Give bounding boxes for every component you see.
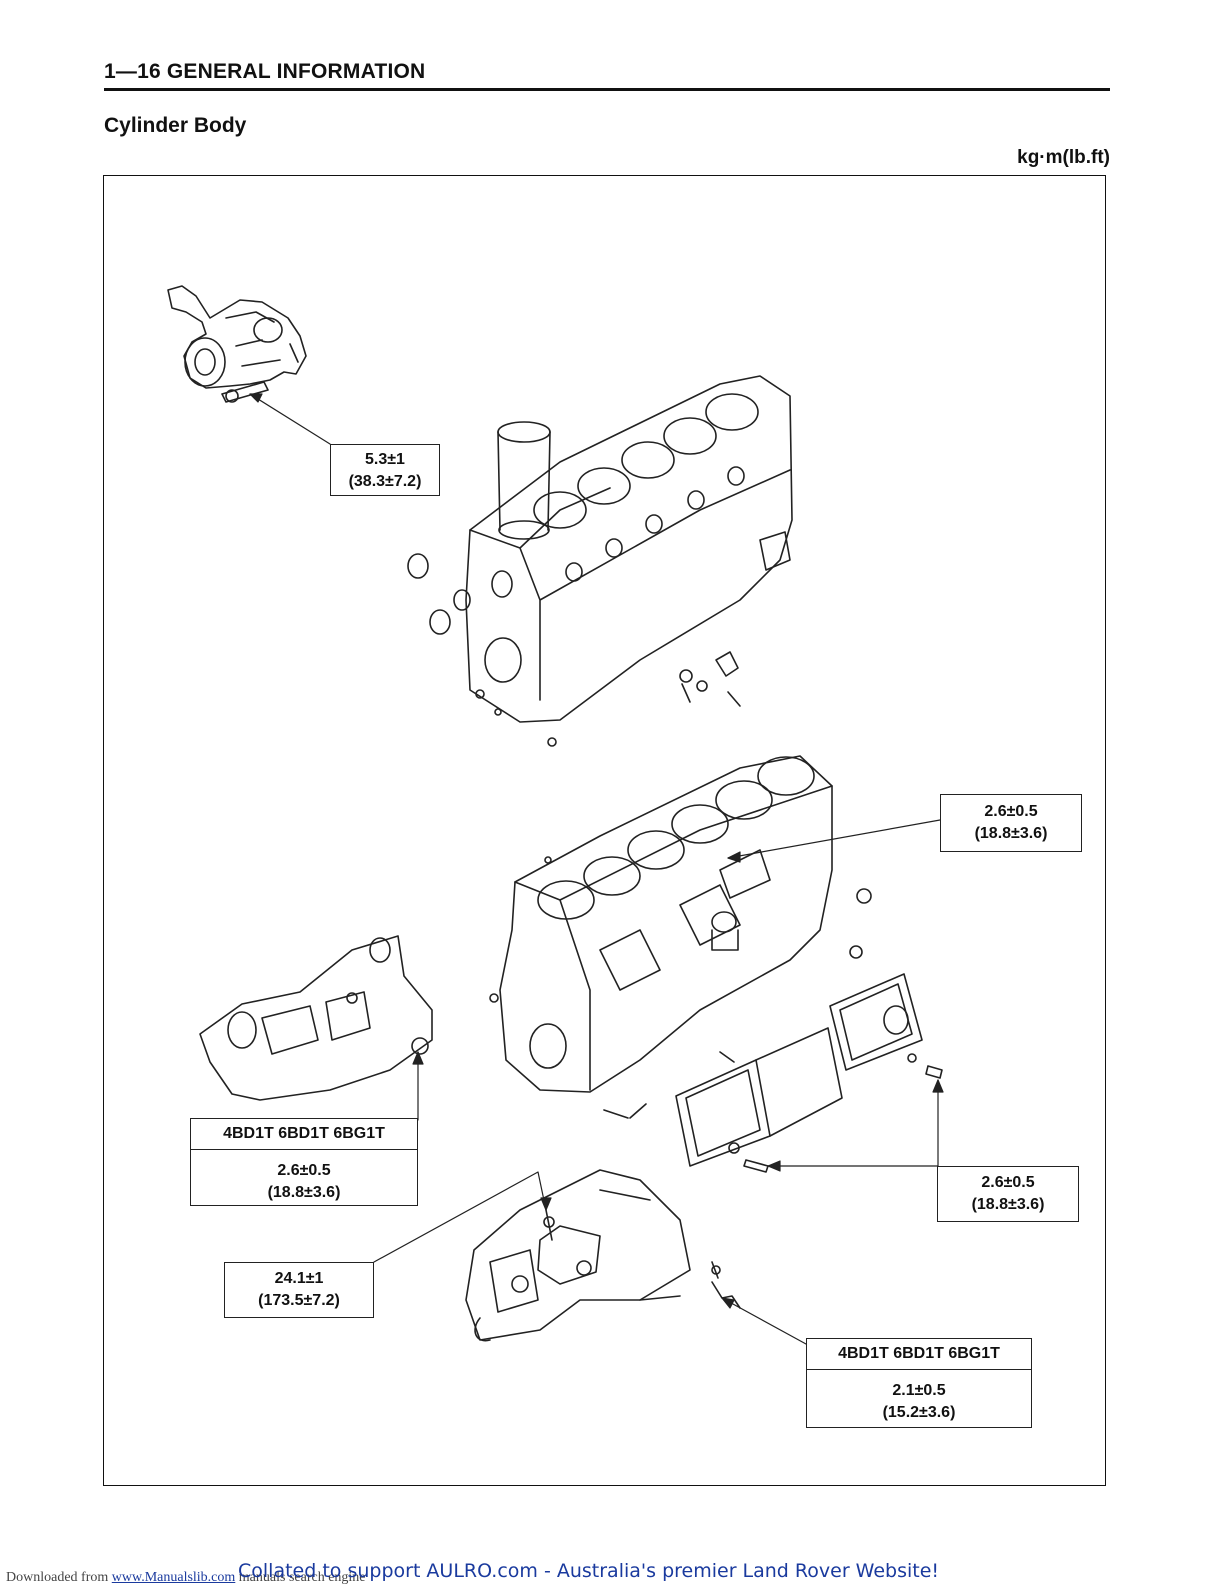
torque-value-kgm: 2.1±0.5 (892, 1382, 946, 1399)
leader-lines (249, 393, 944, 1345)
torque-callout-upper-right: 2.6±0.5 (18.8±3.6) (940, 794, 1082, 852)
page-header: 1—16 GENERAL INFORMATION (104, 58, 1110, 91)
torque-value-kgm: 2.6±0.5 (981, 1174, 1035, 1191)
torque-value-lbft: (18.8±3.6) (267, 1184, 341, 1201)
collated-notice: Collated to support AULRO.com - Australi… (238, 1560, 940, 1582)
model-list: 4BD1T 6BD1T 6BG1T (191, 1119, 417, 1150)
search-engine-suffix: manuals search engine (235, 1570, 366, 1585)
figure-frame (103, 175, 1106, 1486)
torque-callout-oil-jet: 4BD1T 6BD1T 6BG1T 2.1±0.5 (15.2±3.6) (806, 1338, 1032, 1428)
torque-value-lbft: (173.5±7.2) (258, 1292, 340, 1309)
torque-value-lbft: (15.2±3.6) (882, 1404, 956, 1421)
torque-value-kgm: 5.3±1 (365, 451, 405, 468)
torque-value-lbft: (18.8±3.6) (971, 1196, 1045, 1213)
upper-cylinder-block-drawing (407, 375, 793, 747)
torque-value-kgm: 2.6±0.5 (277, 1162, 331, 1179)
manualslib-link[interactable]: www.Manualslib.com (111, 1570, 236, 1585)
left-inset-block-drawing (199, 935, 433, 1101)
download-source-note: Downloaded from www.Manualslib.com manua… (6, 1570, 366, 1586)
download-prefix: Downloaded from (6, 1570, 109, 1585)
torque-value-kgm: 2.6±0.5 (984, 803, 1038, 820)
torque-callout-water-pump: 5.3±1 (38.3±7.2) (330, 444, 440, 496)
torque-value-lbft: (18.8±3.6) (974, 825, 1048, 842)
lower-cylinder-block-drawing (489, 755, 943, 1173)
torque-value-kgm: 24.1±1 (274, 1270, 324, 1287)
lower-crankcase-drawing (465, 1169, 741, 1342)
model-list: 4BD1T 6BD1T 6BG1T (807, 1339, 1031, 1370)
page-header-title: 1—16 GENERAL INFORMATION (104, 60, 426, 83)
torque-value-lbft: (38.3±7.2) (348, 473, 422, 490)
section-title: Cylinder Body (104, 114, 247, 137)
torque-callout-lower-right: 2.6±0.5 (18.8±3.6) (937, 1166, 1079, 1222)
torque-callout-bearing-cap: 24.1±1 (173.5±7.2) (224, 1262, 374, 1318)
torque-callout-left-models: 4BD1T 6BD1T 6BG1T 2.6±0.5 (18.8±3.6) (190, 1118, 418, 1206)
units-label: kg·m(lb.ft) (1017, 147, 1110, 168)
water-pump-drawing (167, 285, 307, 403)
